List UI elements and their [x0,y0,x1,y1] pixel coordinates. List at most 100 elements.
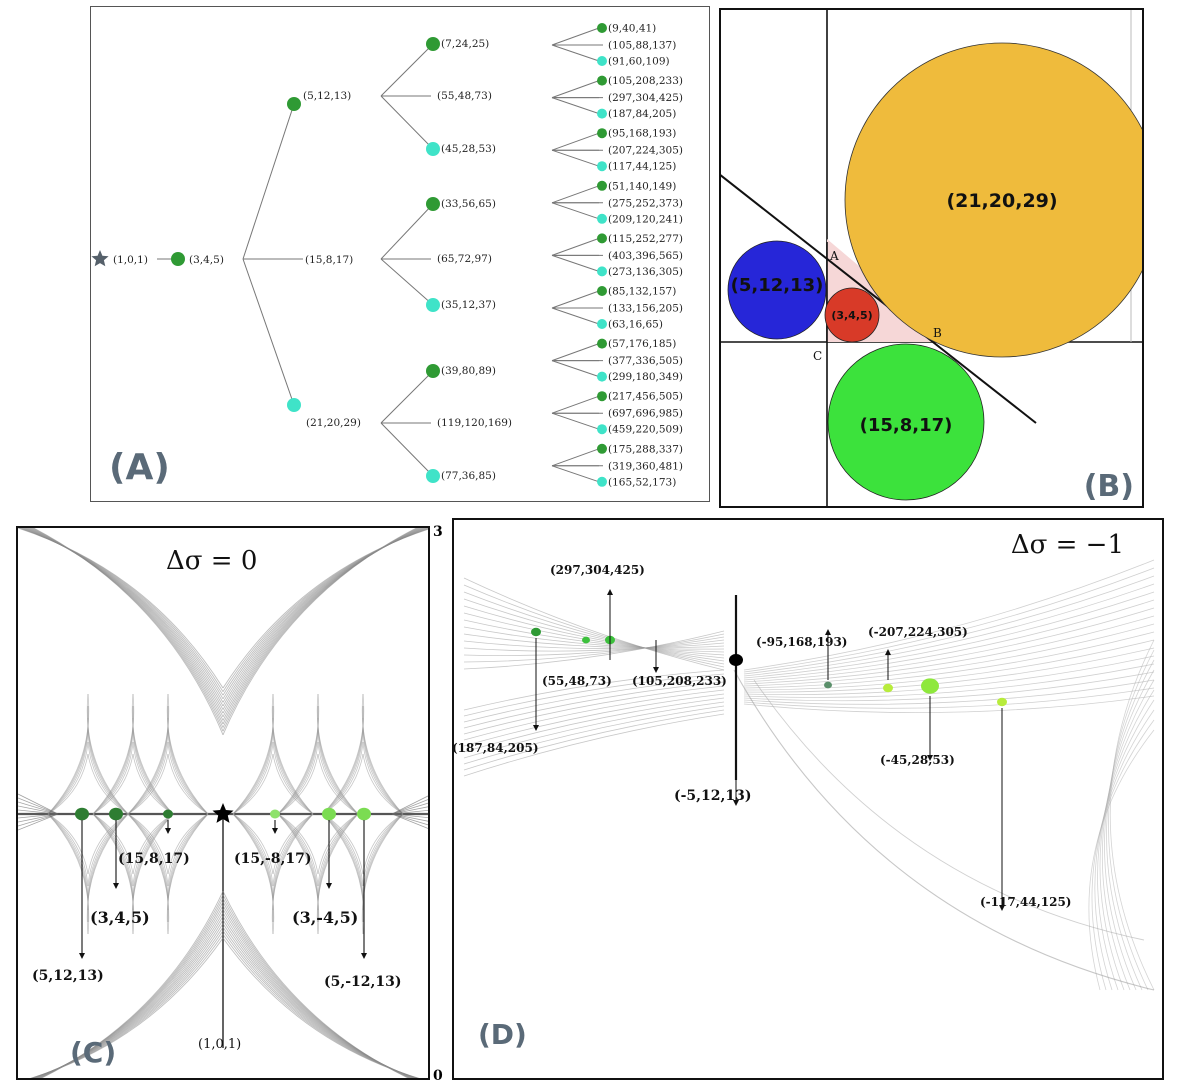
fractal-d-fan [1088,729,1155,991]
fractal-d-dot [531,627,541,637]
fractal-d-fan [1101,679,1155,991]
arrow-head [326,883,332,889]
fractal-d-fan [743,655,1155,696]
fractal-c-cusp [277,693,320,815]
fractal-d-fan [1097,699,1155,991]
arrow-head [79,953,85,959]
orange-circle [844,42,1142,358]
tree-node [597,75,607,86]
fractal-d-fan [743,567,1155,673]
fractal-c-cusp [92,717,134,815]
fractal-c-cusp [272,813,314,899]
fractal-d-fan [743,663,1155,698]
fractal-c-cusp [277,813,319,875]
tree-node [597,266,607,277]
fractal-d-band [463,701,725,759]
fractal-d-band [463,626,725,650]
fractal-c-cusp [47,813,89,899]
fractal-c-cusp [47,753,89,815]
tree-level4-label: (273,136,305) [608,266,683,278]
fractal-c-curve [40,891,224,1078]
tree-level4-label: (165,52,173) [608,476,676,488]
fractal-c-cusp [232,693,275,815]
fractal-d-band [463,713,725,777]
fractal-d-sweep [753,679,1145,941]
tree-node [597,23,607,33]
fractal-c-cusp [317,741,359,815]
tree-level4-label: (403,396,565) [608,250,683,262]
tree-level4-label: (105,208,233) [608,75,683,87]
tree-node [597,443,607,454]
fractal-c-cusp [277,813,319,887]
tree-level1-label: (3,4,5) [189,254,224,266]
tree-node [597,424,607,435]
fractal-c-cusp [361,693,404,815]
fractal-c-cusp [167,813,209,899]
fractal-c-cusp [362,813,404,875]
fractal-d-band [463,673,725,717]
fractal-c-cusp [271,813,314,935]
fractal-c-cusp [92,741,134,815]
fractal-c-cusp [127,813,169,899]
arrow-head [533,725,539,731]
label-5-neg12-13: (5,-12,13) [324,974,402,990]
tree-level4-label: (85,132,157) [608,286,676,298]
fractal-c-dot [357,807,371,821]
tree-level4-label: (9,40,41) [608,23,656,35]
fractal-d-band [463,584,725,668]
fractal-d-fan [743,671,1155,702]
tree-node [597,371,607,382]
fractal-c-cusp [317,813,359,875]
fractal-c-cusp [167,813,209,875]
fractal-c-cusp [127,813,169,887]
fractal-d-fan [743,639,1155,691]
tree-node [597,213,607,224]
fractal-c-cusp [362,813,404,887]
blue-circle-label: (5,12,13) [731,275,824,296]
fractal-d-band [463,681,725,729]
tree-node [597,180,607,191]
blue-circle [727,240,827,340]
tree-node [597,319,607,329]
fractal-c-cusp [47,741,89,815]
tree-level2-label: (5,12,13) [303,90,351,102]
tree-node [426,364,440,378]
label-5-12-13: (5,12,13) [32,968,104,984]
fractal-c-cusp [272,741,314,815]
fractal-c-cusp [317,813,359,911]
fractal-c-cusp [322,741,364,815]
fractal-d-fan [743,631,1155,689]
fractal-c-cusp [87,813,129,899]
tree-level2-label: (15,8,17) [305,254,353,266]
panel-b-label: (B) [1083,469,1134,504]
tree-node [287,398,301,412]
fractal-d-fan [1094,709,1155,991]
fractal-d-band [463,619,725,653]
fractal-d-fan [743,559,1155,671]
fractal-c-cusp [167,729,209,815]
fractal-c-edge [391,795,428,815]
fractal-c-cusp [86,693,129,815]
tree-level4-label: (95,168,193) [608,128,676,140]
label-15-neg8-17: (15,-8,17) [234,851,312,867]
fractal-d-fan [1104,669,1155,991]
fractal-c-edge [391,802,428,815]
tree-level3-label: (119,120,169) [437,417,512,429]
fractal-c-curve [33,919,224,1078]
label-neg45-28-53: (-45,28,53) [880,753,955,767]
fractal-c-edge [18,813,59,831]
fractal-d-band [463,697,725,753]
label-3-neg4-5: (3,-4,5) [292,908,358,927]
fractal-c-title: Δσ = 0 [166,546,258,576]
fractal-c-cusp [232,813,274,875]
fractal-c-edge [391,813,428,822]
fractal-c-curve [222,891,410,1078]
fractal-c-dot [163,809,173,819]
fractal-c-edge [18,797,59,815]
fractal-d-fan [743,695,1155,714]
fractal-c-cusp [317,729,359,815]
fractal-c-cusp [317,813,359,887]
tree-node [597,108,607,119]
fractal-c-cusp [127,741,169,815]
tree-level2-label: (21,20,29) [306,417,361,429]
